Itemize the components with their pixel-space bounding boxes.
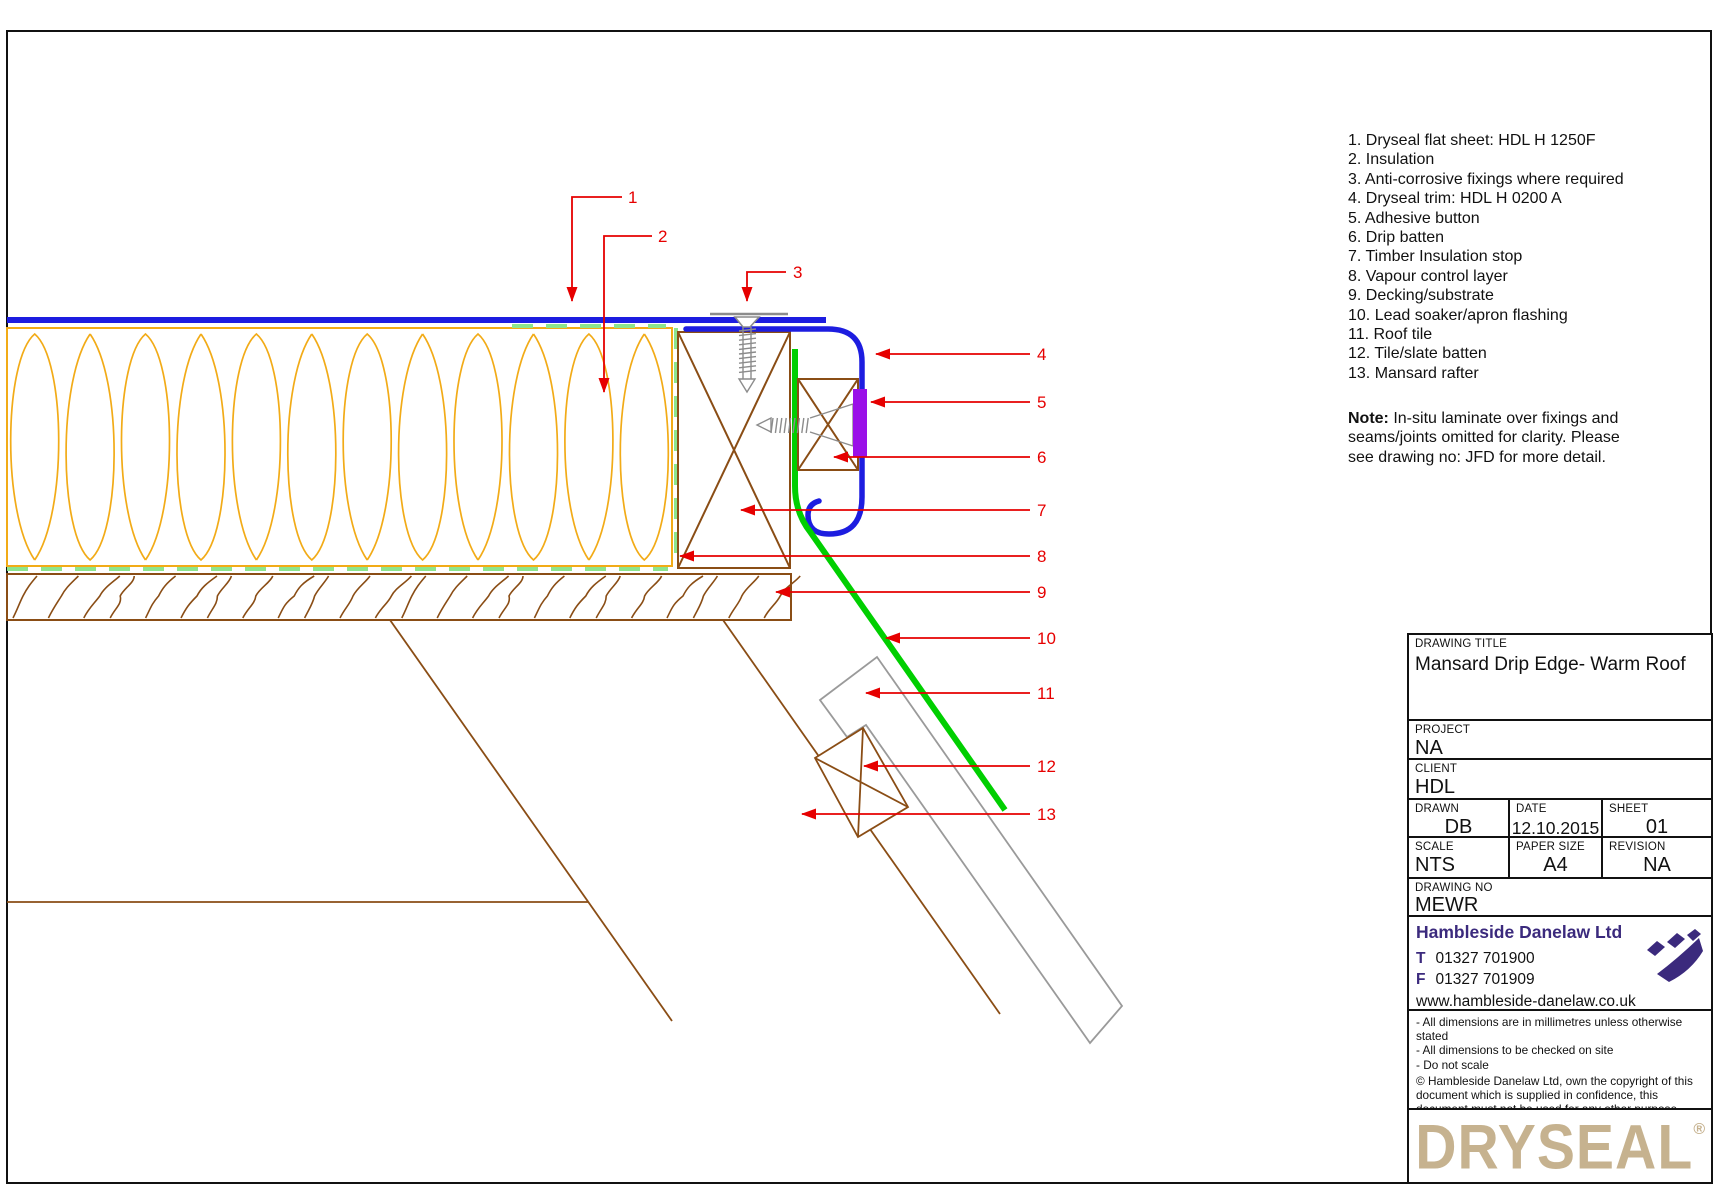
legend-item: 11. Roof tile	[1348, 326, 1433, 344]
company-fax: F 01327 701909	[1416, 971, 1705, 989]
title-block: DRAWING TITLE Mansard Drip Edge- Warm Ro…	[1407, 633, 1713, 1184]
dryseal-logo: DRYSEAL	[1415, 1110, 1694, 1182]
horizontal-fixing-screw	[755, 403, 854, 447]
legend-item: 1. Dryseal flat sheet: HDL H 1250F	[1348, 132, 1596, 149]
project-value: NA	[1415, 737, 1443, 758]
scale-paper-revision-row: SCALE NTS PAPER SIZE A4 REVISION NA	[1409, 836, 1711, 877]
adhesive-button	[853, 389, 867, 457]
callout-13: 13	[1037, 805, 1056, 824]
legend-item: 6. Drip batten	[1348, 229, 1445, 247]
drawing-title-row: DRAWING TITLE Mansard Drip Edge- Warm Ro…	[1409, 635, 1711, 719]
callout-5: 5	[1037, 393, 1047, 412]
fax-number: 01327 701909	[1435, 971, 1535, 988]
legend-item: 9. Decking/substrate	[1348, 287, 1494, 305]
legend-item: 2. Insulation	[1348, 151, 1435, 169]
company-tel: T 01327 701900	[1416, 950, 1705, 968]
client-label: CLIENT	[1415, 763, 1458, 775]
project-label: PROJECT	[1415, 724, 1471, 736]
paper-size-value: A4	[1543, 854, 1568, 876]
legend-item: 5. Adhesive button	[1348, 209, 1480, 227]
client-value: HDL	[1415, 776, 1456, 798]
company-name: Hambleside Danelaw Ltd	[1416, 922, 1623, 942]
paper-size-label: PAPER SIZE	[1516, 841, 1585, 853]
revision-label: REVISION	[1609, 841, 1666, 853]
date-label: DATE	[1516, 803, 1547, 815]
tel-label: T	[1416, 950, 1426, 967]
company-website: www.hambleside-danelaw.co.uk	[1416, 993, 1636, 1009]
callout-7: 7	[1037, 501, 1047, 520]
legend-item: 3. Anti-corrosive fixings where required	[1348, 170, 1624, 188]
drawing-note: Note: In-situ laminate over fixings and …	[1348, 409, 1648, 467]
insulation-hatch	[9, 332, 670, 562]
client-row: CLIENT HDL	[1409, 758, 1711, 798]
revision-value: NA	[1643, 854, 1671, 876]
callout-1: 1	[628, 188, 638, 207]
drawn-date-sheet-row: DRAWN DB DATE 12.10.2015 SHEET 01	[1409, 798, 1711, 836]
general-note: - All dimensions are in millimetres unle…	[1416, 1015, 1683, 1044]
timber-insulation-stop	[677, 331, 791, 569]
fax-label: F	[1416, 971, 1426, 988]
drawn-value: DB	[1444, 816, 1473, 836]
insulation-outline	[6, 327, 673, 567]
vapour-control-layer	[7, 324, 678, 571]
sheet-value: 01	[1645, 816, 1669, 836]
scale-value: NTS	[1415, 854, 1455, 876]
tile-slate-batten	[813, 726, 910, 839]
project-row: PROJECT NA	[1409, 719, 1711, 758]
company-row: Hambleside Danelaw Ltd T 01327 701900 F 01…	[1409, 915, 1711, 1009]
legend-item: 12. Tile/slate batten	[1348, 345, 1487, 363]
drawing-no-label: DRAWING NO	[1415, 882, 1493, 894]
callout-3: 3	[793, 263, 803, 282]
callout-leader-lines	[566, 196, 1030, 820]
decking-outline	[6, 573, 792, 621]
general-note: - Do not scale	[1416, 1057, 1489, 1072]
legend-item: 13. Mansard rafter	[1348, 364, 1479, 382]
drawing-no-row: DRAWING NO MEWR	[1409, 877, 1711, 915]
vertical-fixing-screw	[710, 312, 788, 394]
general-note: - All dimensions to be checked on site	[1416, 1043, 1614, 1058]
callout-10: 10	[1037, 629, 1056, 648]
decking-wood-grain	[12, 575, 801, 619]
copyright-note: © Hambleside Danelaw Ltd, own the copyri…	[1416, 1073, 1693, 1108]
component-legend: 1. Dryseal flat sheet: HDL H 1250F 2. In…	[1348, 131, 1708, 383]
drawing-title-value: Mansard Drip Edge- Warm Roof	[1415, 654, 1686, 675]
date-value: 12.10.2015	[1511, 818, 1600, 836]
brand-row: DRYSEAL ®	[1409, 1108, 1711, 1182]
legend-item: 8. Vapour control layer	[1348, 267, 1508, 285]
callout-9: 9	[1037, 583, 1047, 602]
callout-11: 11	[1037, 684, 1055, 703]
callout-2: 2	[658, 227, 668, 246]
callout-4: 4	[1037, 345, 1047, 364]
hambleside-danelaw-logo	[1647, 929, 1703, 982]
callout-12: 12	[1037, 757, 1056, 776]
callout-8: 8	[1037, 547, 1047, 566]
drawing-title-label: DRAWING TITLE	[1415, 638, 1508, 650]
registered-trademark-icon: ®	[1693, 1121, 1706, 1138]
legend-item: 7. Timber Insulation stop	[1348, 248, 1523, 266]
note-text: In-situ laminate over fixings and seams/…	[1348, 410, 1620, 466]
scale-label: SCALE	[1415, 841, 1454, 853]
roof-tile	[818, 655, 1124, 1045]
callout-6: 6	[1037, 448, 1047, 467]
legend-item: 10. Lead soaker/apron flashing	[1348, 306, 1568, 324]
tel-number: 01327 701900	[1435, 950, 1535, 967]
drawn-label: DRAWN	[1415, 803, 1460, 815]
drawing-no-value: MEWR	[1415, 894, 1479, 915]
general-notes-row: - All dimensions are in millimetres unle…	[1409, 1009, 1711, 1108]
note-label: Note:	[1348, 410, 1389, 427]
lead-soaker-flashing	[792, 349, 1008, 812]
legend-item: 4. Dryseal trim: HDL H 0200 A	[1348, 190, 1562, 208]
sheet-label: SHEET	[1609, 803, 1649, 815]
